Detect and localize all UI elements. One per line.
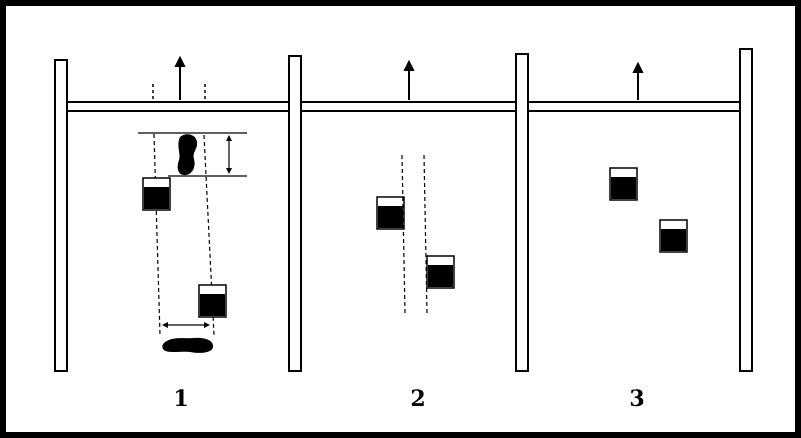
dimension-arrowhead: [226, 135, 232, 141]
dashed-trajectory: [401, 154, 406, 314]
panel-2-drawing: [401, 154, 428, 314]
panel-label-2: 2: [410, 386, 426, 412]
block-marker: [426, 255, 455, 289]
block-marker: [376, 196, 405, 230]
arrow-group: [174, 55, 644, 100]
block-marker: [609, 167, 638, 201]
rail-post: [54, 59, 68, 372]
top-beam: [300, 101, 517, 112]
dimension-arrowhead: [204, 322, 210, 328]
up-arrow-head: [403, 59, 415, 71]
dashed-trajectory: [203, 134, 215, 336]
block-group: [142, 167, 688, 318]
block-marker: [659, 219, 688, 253]
top-beam: [66, 101, 290, 112]
block-marker: [142, 177, 171, 211]
dashed-trajectory: [423, 154, 428, 314]
blob-lower: [162, 337, 214, 353]
panel-label-3: 3: [629, 386, 645, 412]
dashed-trajectory: [153, 133, 161, 336]
dimension-arrowhead: [226, 168, 232, 174]
panel-label-1: 1: [173, 386, 189, 412]
rail-group: [54, 48, 753, 372]
rail-post: [288, 55, 302, 372]
dimension-arrowhead: [162, 322, 168, 328]
rail-post: [739, 48, 753, 372]
up-arrow-head: [632, 61, 644, 73]
block-marker: [198, 284, 227, 318]
blob-upper: [177, 134, 198, 176]
beam-group: [66, 101, 741, 112]
top-beam: [527, 101, 741, 112]
up-arrow-head: [174, 55, 186, 67]
rail-post: [515, 53, 529, 372]
panel-1-drawing: [138, 84, 247, 353]
